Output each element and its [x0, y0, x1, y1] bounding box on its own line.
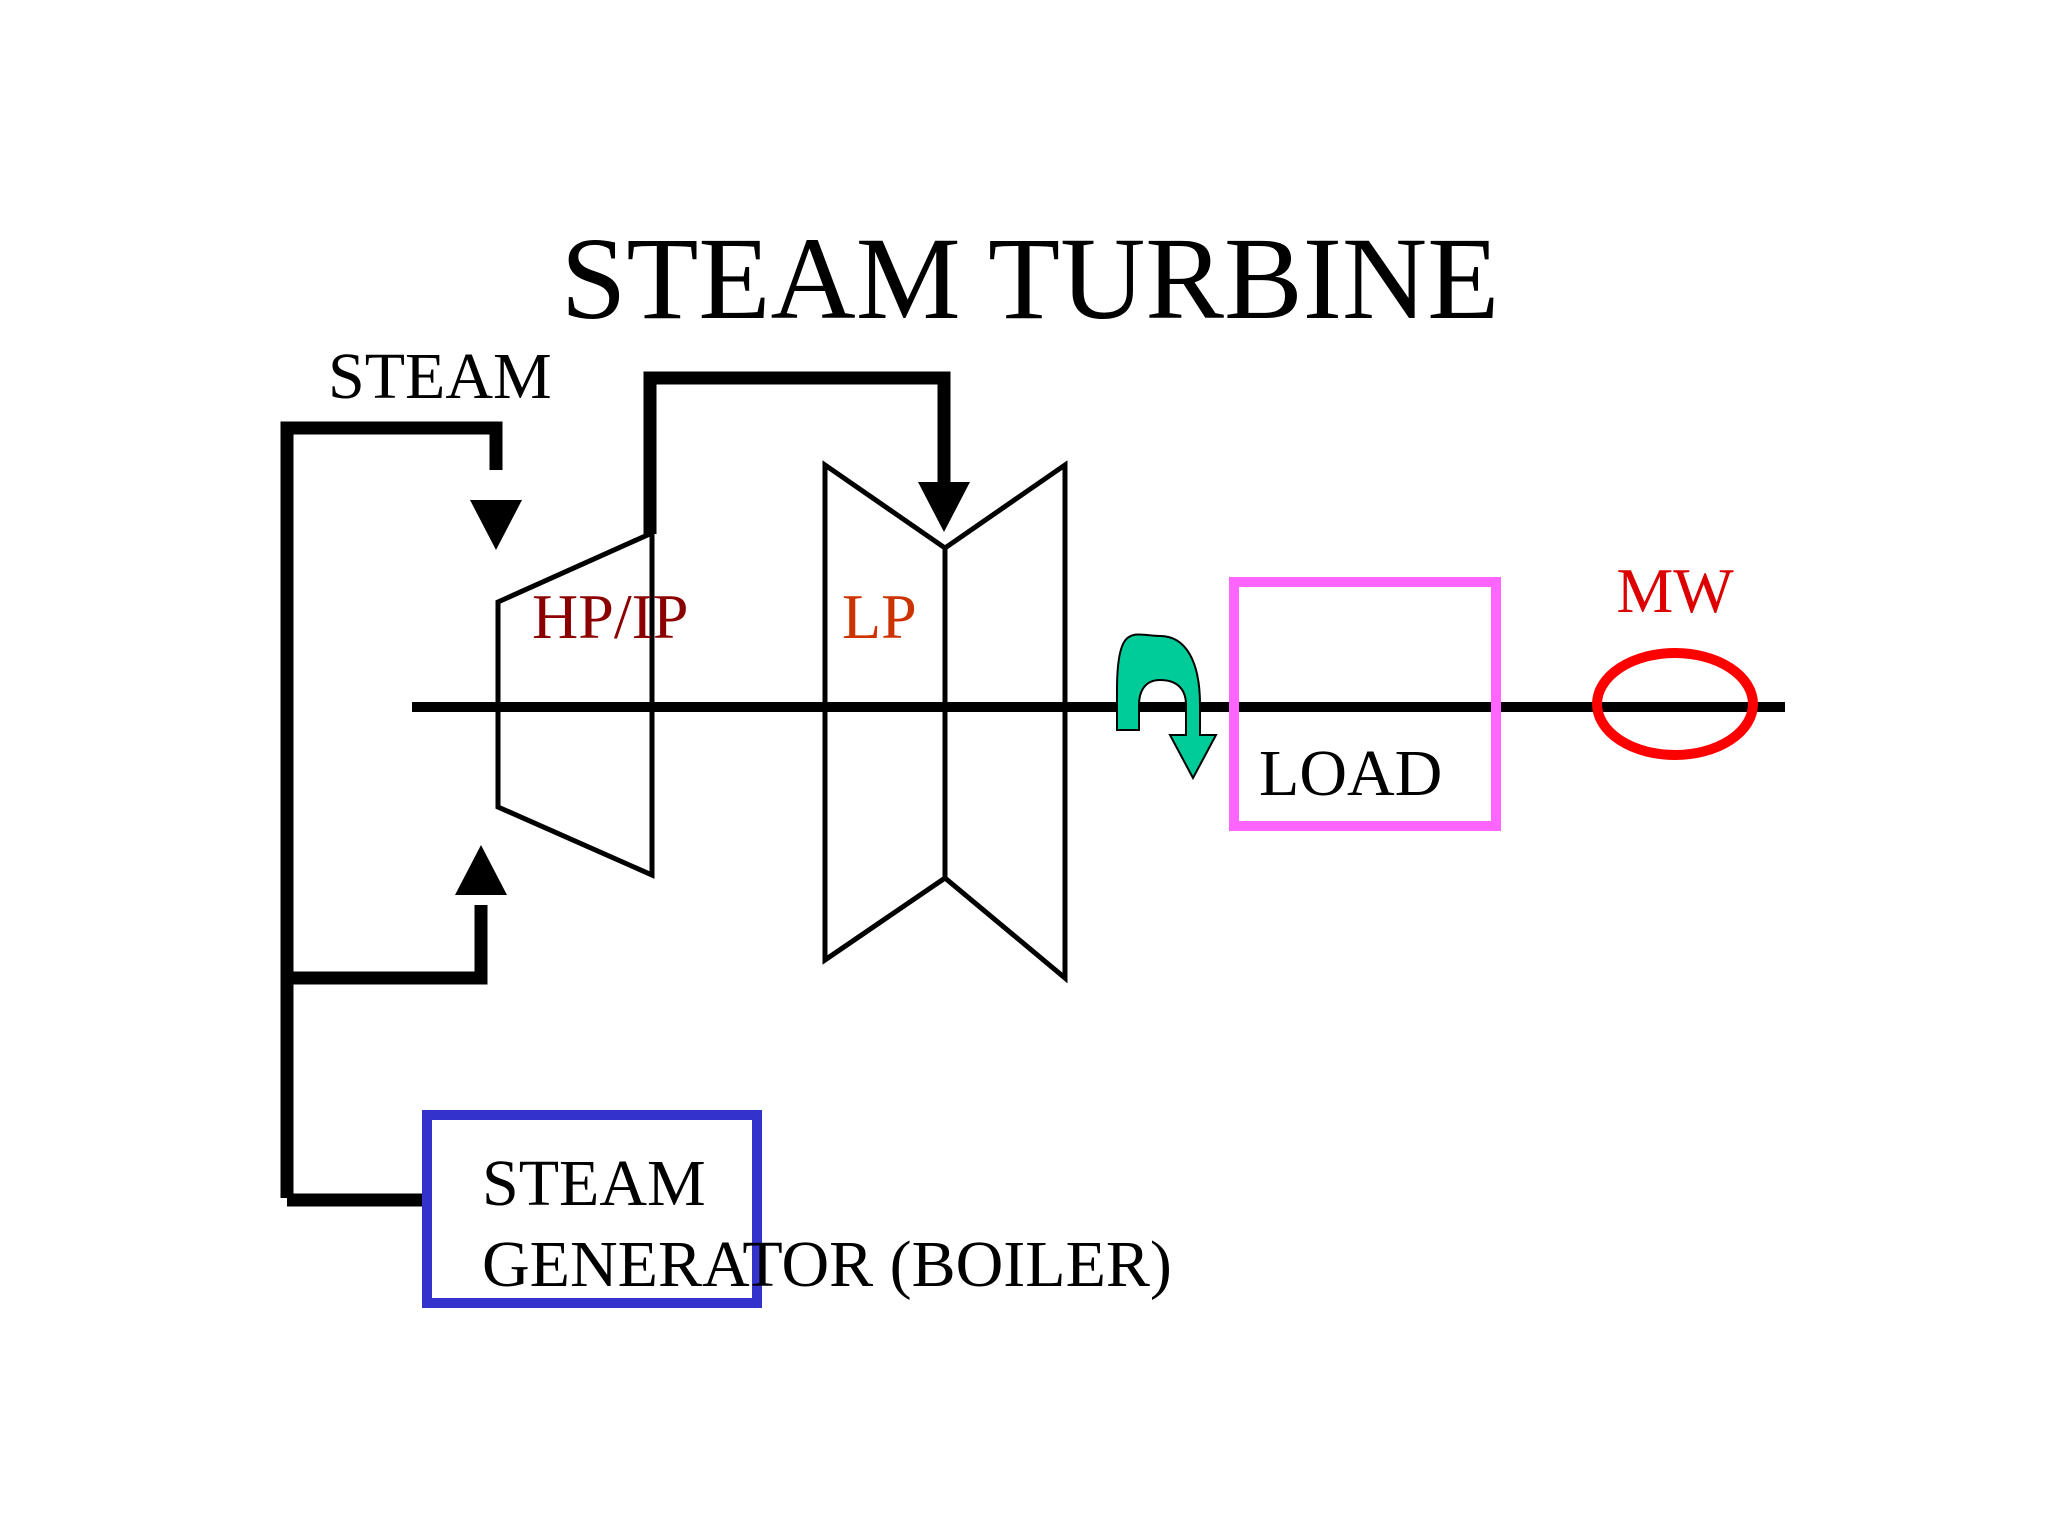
arrow-head-icon [455, 845, 507, 895]
lp-label: LP [842, 581, 917, 652]
boiler-label-line1: STEAM [482, 1147, 706, 1220]
page-title: STEAM TURBINE [561, 213, 1500, 344]
load-box [1229, 577, 1501, 831]
lp-turbine [822, 460, 1068, 984]
boiler-label-line2: GENERATOR (BOILER) [482, 1228, 1172, 1301]
hp-ip-label: HP/IP [532, 581, 689, 652]
mw-ring [1592, 648, 1758, 760]
steam-label: STEAM [328, 340, 552, 413]
steam-supply-pipe [280, 421, 503, 1207]
arrow-head-icon [918, 482, 970, 532]
crossover-pipe [643, 371, 951, 534]
arrow-head-icon [470, 500, 522, 550]
hp-ip-turbine [495, 529, 655, 879]
load-label: LOAD [1259, 737, 1442, 810]
curved-rotation-arrow-icon [1116, 633, 1218, 781]
steam-generator-box [422, 1110, 762, 1308]
mw-label: MW [1616, 555, 1734, 626]
